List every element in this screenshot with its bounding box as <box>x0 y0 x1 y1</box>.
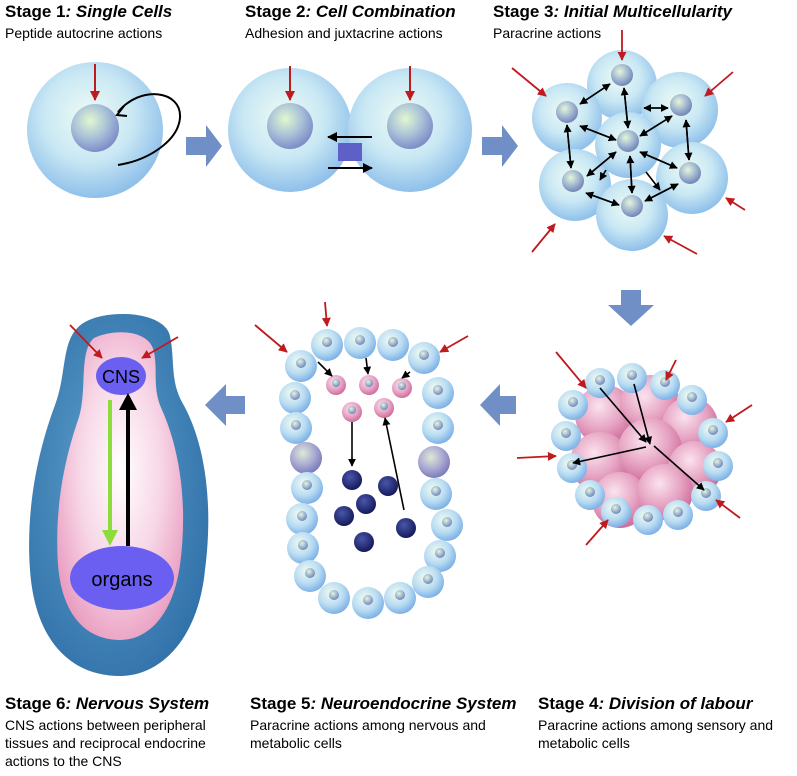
stage-6-title: Stage 6: Nervous System <box>5 694 210 713</box>
cell-nucleus <box>387 103 433 149</box>
stage-3-caption: Stage 3: Initial Multicellularity Paracr… <box>493 2 793 42</box>
autocrine-loop <box>117 93 182 166</box>
organs-label: organs <box>91 569 152 591</box>
stage-6-description: CNS actions between peripheral tissues a… <box>5 717 206 769</box>
cns-node <box>96 357 146 395</box>
stage-6-caption: Stage 6: Nervous System CNS actions betw… <box>5 694 243 770</box>
flow-arrow-2-3 <box>482 125 518 167</box>
stage-2-illustration <box>228 66 472 192</box>
adhesion-junction <box>338 143 362 161</box>
paracrine-arrows <box>317 357 411 511</box>
stage-3-illustration <box>511 30 746 255</box>
stage-3-description: Paracrine actions <box>493 25 602 41</box>
paracrine-arrows <box>563 83 693 207</box>
signal-arrows <box>254 301 469 353</box>
flow-arrow-5-6 <box>205 384 245 426</box>
stage-1-title: Stage 1: Single Cells <box>5 2 173 21</box>
stage-2-title: Stage 2: Cell Combination <box>245 2 456 21</box>
stage-1-illustration <box>27 62 182 198</box>
organs-node <box>70 546 174 610</box>
stage-3-title: Stage 3: Initial Multicellularity <box>493 2 733 21</box>
cell-nucleus <box>71 104 119 152</box>
stage-1-description: Peptide autocrine actions <box>5 25 163 41</box>
stage-4-caption: Stage 4: Division of labour Paracrine ac… <box>538 694 794 752</box>
evolution-diagram: CNS organs <box>27 30 753 676</box>
stage-5-description: Paracrine actions among nervous and meta… <box>250 717 486 751</box>
stage-4-description: Paracrine actions among sensory and meta… <box>538 717 774 751</box>
signal-arrows <box>516 351 753 546</box>
flow-arrow-4-5 <box>480 384 516 426</box>
sensory-cell-ring <box>279 327 463 619</box>
stage-6-illustration: CNS organs <box>29 313 209 676</box>
flow-arrow-1-2 <box>186 125 222 167</box>
stage-2-description: Adhesion and juxtacrine actions <box>245 25 443 41</box>
metabolic-cells <box>334 470 416 552</box>
stage-1-caption: Stage 1: Single Cells Peptide autocrine … <box>5 2 235 42</box>
flow-arrow-3-4 <box>608 290 654 326</box>
stage-4-title: Stage 4: Division of labour <box>538 694 753 713</box>
stage-5-caption: Stage 5: Neuroendocrine System Paracrine… <box>250 694 520 752</box>
signal-arrows <box>69 324 179 359</box>
stage-4-illustration <box>516 351 753 546</box>
cns-label: CNS <box>102 367 140 387</box>
cell-nucleus <box>267 103 313 149</box>
signal-arrows <box>511 30 746 255</box>
stage-2-caption: Stage 2: Cell Combination Adhesion and j… <box>245 2 485 42</box>
nervous-cells <box>326 375 412 422</box>
paracrine-arrows <box>572 383 705 491</box>
stage-5-title: Stage 5: Neuroendocrine System <box>250 694 517 713</box>
stage-5-illustration <box>254 301 469 619</box>
